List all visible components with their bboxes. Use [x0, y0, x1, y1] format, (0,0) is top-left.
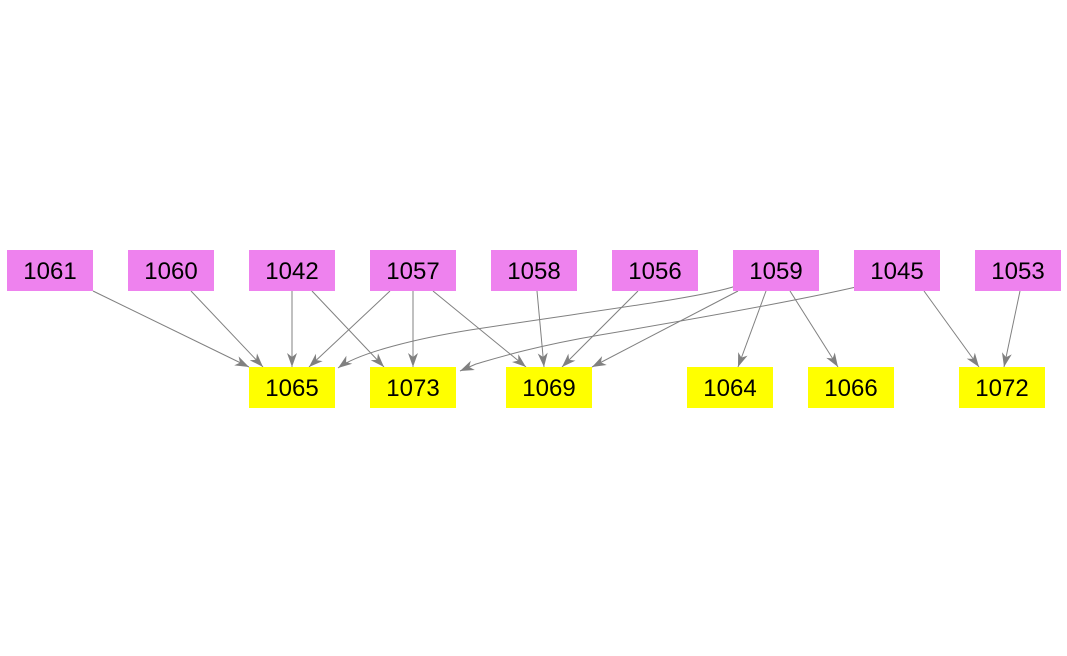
arrowhead-icon — [592, 356, 607, 367]
edge-1045-1072 — [923, 290, 980, 368]
target-node-1072[interactable]: 1072 — [959, 367, 1045, 408]
arrowhead-icon — [370, 353, 384, 367]
node-label: 1069 — [522, 375, 575, 402]
edge-1061-1065 — [92, 290, 250, 368]
node-box — [975, 250, 1061, 291]
node-label: 1056 — [628, 258, 681, 285]
source-node-1042[interactable]: 1042 — [249, 250, 335, 291]
edge-1057-1065 — [308, 290, 391, 368]
node-label: 1045 — [870, 258, 923, 285]
target-node-1064[interactable]: 1064 — [687, 367, 773, 408]
node-label: 1064 — [703, 375, 756, 402]
edge-1056-1069 — [561, 290, 639, 368]
edge-1059-1065 — [337, 285, 737, 369]
node-label: 1042 — [265, 258, 318, 285]
node-box — [370, 250, 456, 291]
node-box — [128, 250, 214, 291]
source-node-1061[interactable]: 1061 — [7, 250, 93, 291]
nodes-layer: 1042 1045 1053 1056 1057 1058 1059 1060 1061 1064… — [7, 250, 1061, 408]
node-box — [249, 367, 335, 408]
arrowhead-icon — [966, 352, 979, 367]
edge-1042-1073 — [311, 290, 385, 368]
node-box — [687, 367, 773, 408]
node-label: 1065 — [265, 375, 318, 402]
edge-1059-1066 — [789, 290, 839, 368]
edge-1053-1072 — [1003, 290, 1021, 368]
arrowhead-icon — [287, 353, 297, 367]
node-box — [733, 250, 819, 291]
node-label: 1066 — [824, 375, 877, 402]
node-box — [612, 250, 698, 291]
arrowhead-icon — [309, 353, 323, 367]
arrowhead-icon — [249, 353, 263, 367]
node-box — [506, 367, 592, 408]
node-box — [7, 250, 93, 291]
node-label: 1061 — [23, 258, 76, 285]
arrowhead-icon — [826, 352, 838, 367]
source-node-1057[interactable]: 1057 — [370, 250, 456, 291]
target-node-1069[interactable]: 1069 — [506, 367, 592, 408]
target-node-1066[interactable]: 1066 — [808, 367, 894, 408]
node-label: 1058 — [507, 258, 560, 285]
arrowhead-icon — [338, 355, 353, 368]
node-label: 1073 — [386, 375, 439, 402]
node-label: 1060 — [144, 258, 197, 285]
node-box — [370, 367, 456, 408]
source-node-1059[interactable]: 1059 — [733, 250, 819, 291]
arrowhead-icon — [1001, 352, 1012, 367]
arrowhead-icon — [562, 353, 576, 367]
target-node-1073[interactable]: 1073 — [370, 367, 456, 408]
arrowhead-icon — [738, 352, 748, 367]
edges-layer — [92, 285, 1021, 372]
node-label: 1059 — [749, 258, 802, 285]
node-box — [249, 250, 335, 291]
source-node-1058[interactable]: 1058 — [491, 250, 577, 291]
target-node-1065[interactable]: 1065 — [249, 367, 335, 408]
source-node-1053[interactable]: 1053 — [975, 250, 1061, 291]
arrowhead-icon — [234, 356, 249, 367]
node-label: 1072 — [975, 375, 1028, 402]
node-box — [491, 250, 577, 291]
arrowhead-icon — [460, 360, 475, 371]
edge-1060-1065 — [190, 290, 264, 368]
edge-1059-1064 — [737, 290, 767, 368]
node-box — [854, 250, 940, 291]
arrowhead-icon — [537, 352, 548, 367]
arrowhead-icon — [511, 354, 526, 367]
node-box — [808, 367, 894, 408]
source-node-1045[interactable]: 1045 — [854, 250, 940, 291]
arrowhead-icon — [408, 353, 418, 367]
node-box — [959, 367, 1045, 408]
edge-1045-1073 — [459, 286, 857, 372]
node-label: 1057 — [386, 258, 439, 285]
edge-1058-1069 — [536, 290, 545, 368]
edge-1059-1069 — [591, 290, 739, 368]
node-label: 1053 — [991, 258, 1044, 285]
source-node-1060[interactable]: 1060 — [128, 250, 214, 291]
source-node-1056[interactable]: 1056 — [612, 250, 698, 291]
